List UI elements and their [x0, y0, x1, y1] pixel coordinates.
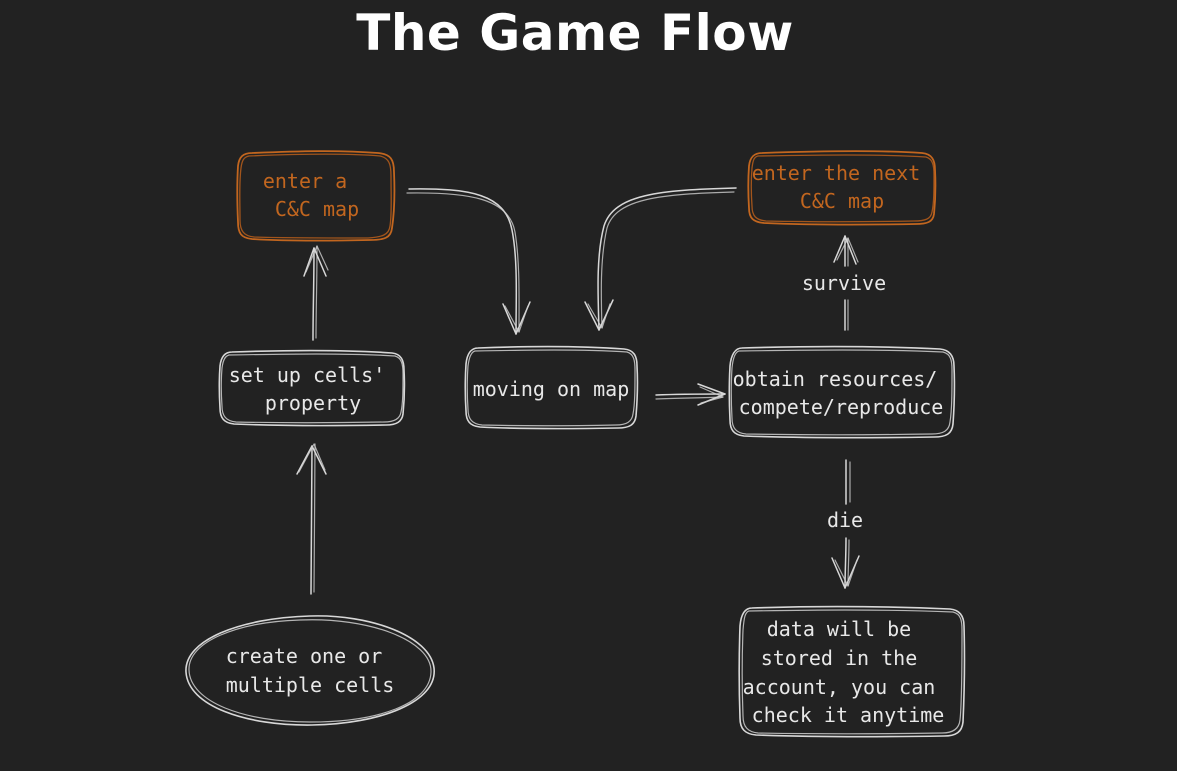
node-enter-map: enter a C&C map	[236, 150, 396, 242]
edge-setup-to-enter-map	[303, 245, 329, 341]
edge-create-to-setup	[296, 443, 327, 595]
node-data-stored-text: data will be stored in the account, you …	[743, 617, 948, 727]
edge-obtain-to-next-map	[833, 235, 859, 331]
node-obtain-resources: obtain resources/ compete/reproduce	[728, 345, 956, 439]
edge-next-map-to-moving	[584, 187, 737, 331]
edge-moving-to-obtain	[655, 383, 726, 406]
node-create-cells-text: create one or multiple cells	[226, 644, 395, 697]
edge-obtain-to-data	[831, 459, 860, 589]
node-obtain-resources-text: obtain resources/ compete/reproduce	[733, 367, 950, 419]
node-enter-next-map: enter the next C&C map	[747, 150, 937, 226]
node-enter-next-map-text: enter the next C&C map	[752, 161, 933, 213]
node-create-cells: create one or multiple cells	[185, 615, 435, 726]
node-set-up-cells: set up cells' property	[218, 349, 406, 427]
node-moving-on-map: moving on map	[464, 345, 639, 430]
diagram-title: The Game Flow	[356, 4, 794, 62]
edge-label-survive: survive	[802, 271, 886, 295]
node-set-up-cells-text: set up cells' property	[229, 363, 398, 415]
edge-label-die: die	[827, 508, 863, 532]
node-enter-map-text: enter a C&C map	[263, 169, 359, 221]
edge-enter-map-to-moving	[406, 188, 531, 335]
node-data-stored: data will be stored in the account, you …	[738, 605, 966, 738]
node-moving-on-map-text: moving on map	[473, 377, 630, 401]
